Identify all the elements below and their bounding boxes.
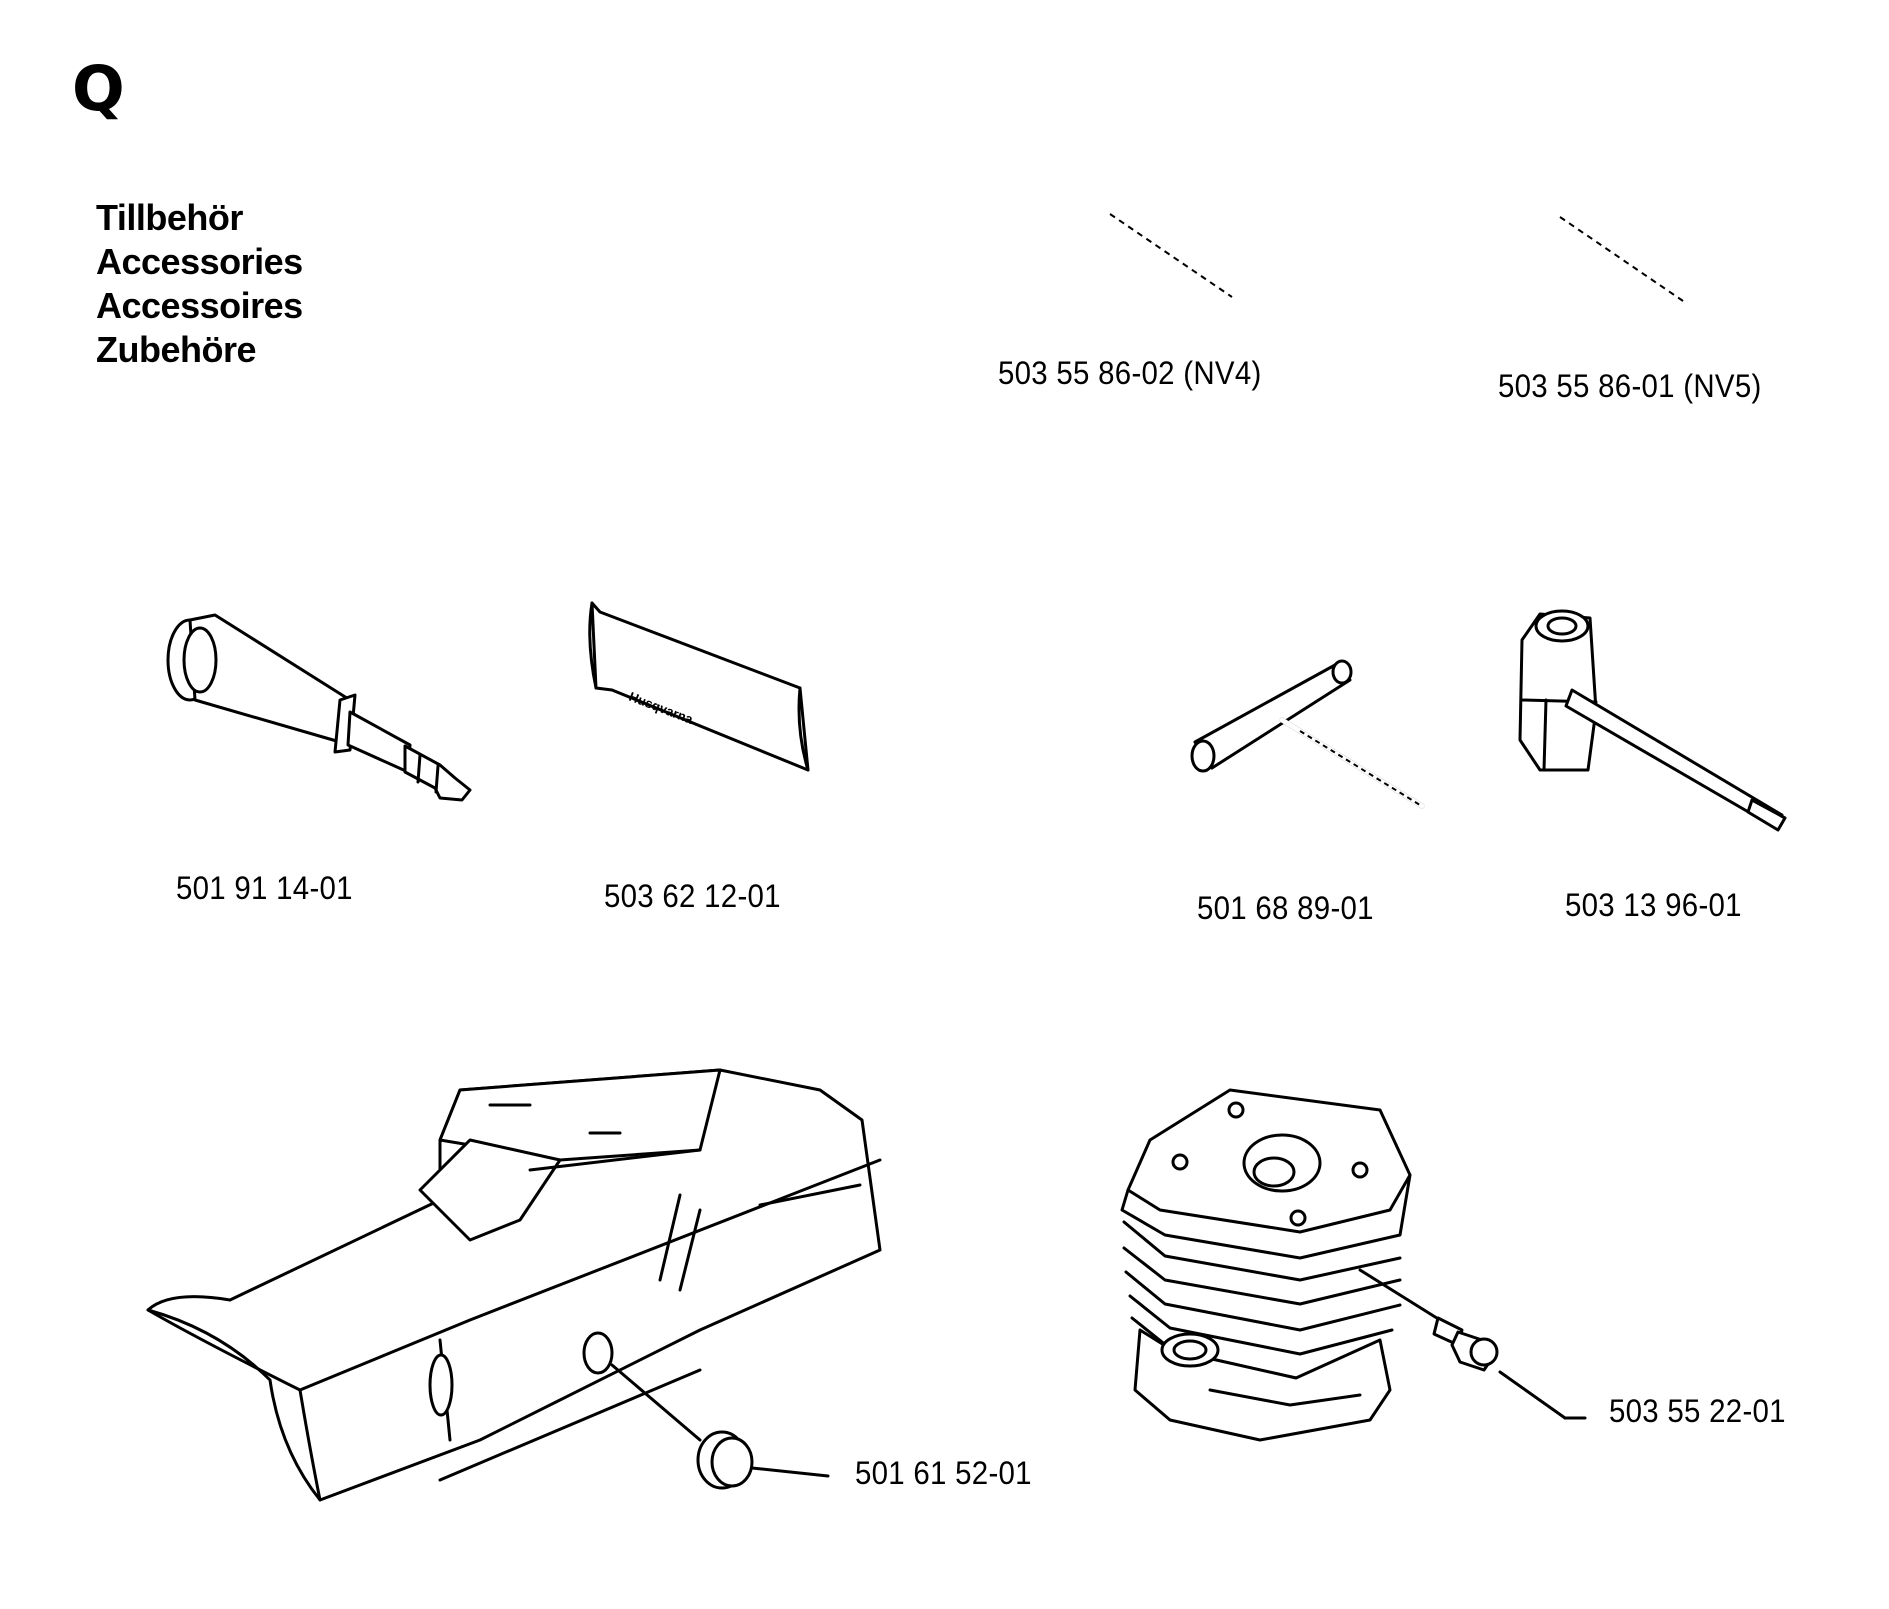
- chain-cover-drawing[interactable]: [146, 1068, 882, 1502]
- part-number-t-wrench: 501 68 89-01: [1197, 890, 1374, 926]
- hex-key-nv5-drawing[interactable]: [1496, 210, 1690, 307]
- part-number-decompression-valve: 503 55 22-01: [1609, 1393, 1786, 1429]
- cover-plug-drawing[interactable]: [610, 1363, 830, 1490]
- title-french: Accessoires: [96, 285, 303, 326]
- hex-key-nv4-drawing[interactable]: [1044, 207, 1236, 301]
- title-swedish: Tillbehör: [96, 197, 243, 238]
- combi-wrench-drawing[interactable]: [1518, 609, 1787, 832]
- title-block: Tillbehör Accessories Accessoires Zubehö…: [96, 196, 303, 372]
- title-german: Zubehöre: [96, 329, 257, 370]
- cylinder-drawing[interactable]: [1120, 1088, 1412, 1442]
- part-number-cover-plug: 501 61 52-01: [855, 1455, 1032, 1491]
- section-letter: Q: [72, 52, 125, 125]
- part-number-grease-gun: 501 91 14-01: [176, 870, 353, 906]
- title-english: Accessories: [96, 241, 303, 282]
- t-wrench-drawing[interactable]: [1190, 659, 1425, 809]
- grease-gun-drawing[interactable]: [166, 613, 472, 802]
- part-number-bar-guard: 503 62 12-01: [604, 878, 781, 914]
- decompression-valve-drawing[interactable]: [1358, 1268, 1587, 1420]
- part-number-combi-wrench: 503 13 96-01: [1565, 887, 1742, 923]
- part-number-hex-key-nv5: 503 55 86-01 (NV5): [1498, 368, 1762, 404]
- bar-guard-drawing[interactable]: Husqvarna: [588, 601, 810, 772]
- part-number-hex-key-nv4: 503 55 86-02 (NV4): [998, 355, 1262, 391]
